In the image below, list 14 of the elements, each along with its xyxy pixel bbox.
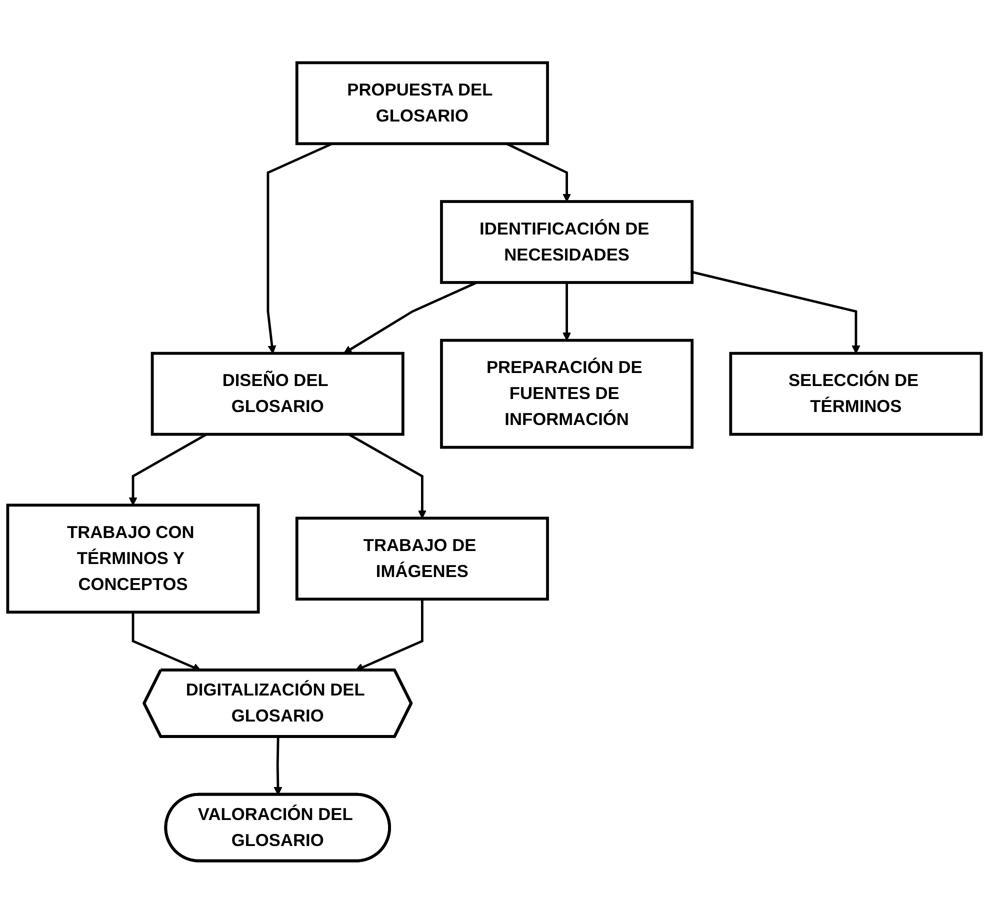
node-box: TRABAJO CON TÉRMINOS Y CONCEPTOS — [6, 504, 260, 614]
arrow — [562, 282, 572, 341]
arrow — [506, 142, 572, 202]
arrow — [266, 142, 333, 354]
node-box: PROPUESTA DEL GLOSARIO — [295, 61, 549, 146]
arrow — [274, 737, 282, 796]
node-box: TRABAJO DE IMÁGENES — [295, 516, 549, 601]
node-box: PREPARACIÓN DE FUENTES DE INFORMACIÓN — [440, 339, 694, 449]
node-box: SELECCIÓN DE TÉRMINOS — [729, 352, 983, 436]
arrow — [344, 282, 478, 354]
node-box: DISEÑO DEL GLOSARIO — [150, 352, 404, 436]
arrow — [692, 271, 860, 354]
node-box: IDENTIFICACIÓN DE NECESIDADES — [440, 200, 694, 284]
arrow — [355, 599, 424, 672]
